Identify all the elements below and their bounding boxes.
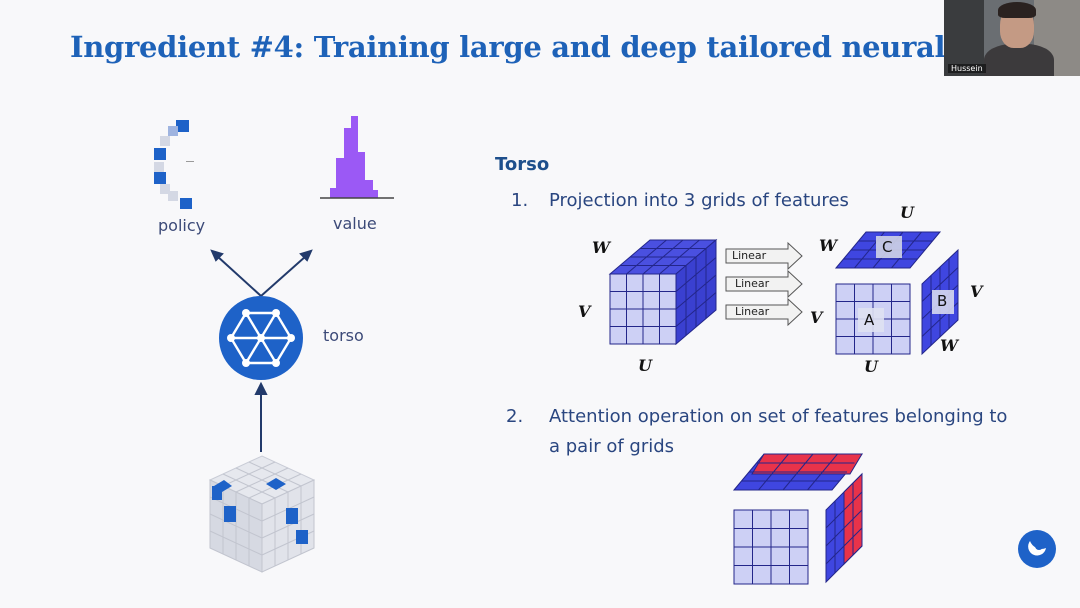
torso-network-icon: [219, 296, 303, 380]
grid-label-b: B: [937, 292, 948, 310]
value-histogram-icon: [320, 116, 394, 199]
grid-label-c: C: [882, 238, 893, 256]
linear-label-3: Linear: [735, 305, 770, 318]
deepmind-logo-icon: [1018, 530, 1056, 568]
torso-label: torso: [323, 326, 364, 345]
list-item-1-text: Projection into 3 grids of features: [549, 190, 849, 211]
axis-label-w-grid-c: W: [819, 236, 837, 255]
value-label: value: [333, 214, 377, 233]
axis-label-w-cube: W: [592, 238, 610, 257]
axis-label-v-cube: V: [578, 302, 591, 321]
input-tensor-cube-icon: [208, 455, 316, 573]
list-number-1: 1.: [511, 190, 529, 211]
attention-diagram: [732, 453, 864, 585]
axis-label-w-grid-b: W: [940, 336, 958, 355]
list-number-2: 2.: [506, 406, 524, 427]
linear-label-1: Linear: [732, 249, 767, 262]
participant-name: Hussein: [948, 64, 986, 73]
grid-b: [921, 248, 959, 356]
axis-label-v-grid-b: V: [970, 282, 983, 301]
axis-label-v-grid-a: V: [810, 308, 823, 327]
feature-cube: [608, 238, 718, 346]
policy-icon: [154, 120, 194, 209]
participant-video-thumbnail[interactable]: Hussein: [944, 0, 1080, 76]
axis-label-u-grid-a: U: [864, 357, 878, 376]
torso-heading: Torso: [495, 154, 550, 175]
grid-label-a: A: [864, 311, 875, 329]
grid-a: [835, 283, 911, 355]
axis-label-u-cube: U: [638, 356, 652, 375]
grid-c: [834, 231, 942, 269]
linear-label-2: Linear: [735, 277, 770, 290]
list-item-2-text-line2: a pair of grids: [549, 436, 675, 457]
axis-label-u-top: U: [900, 203, 914, 222]
slide-title: Ingredient #4: Training large and deep t…: [70, 30, 1051, 64]
list-item-2-text-line1: Attention operation on set of features b…: [549, 406, 1008, 427]
policy-label: policy: [158, 216, 206, 235]
